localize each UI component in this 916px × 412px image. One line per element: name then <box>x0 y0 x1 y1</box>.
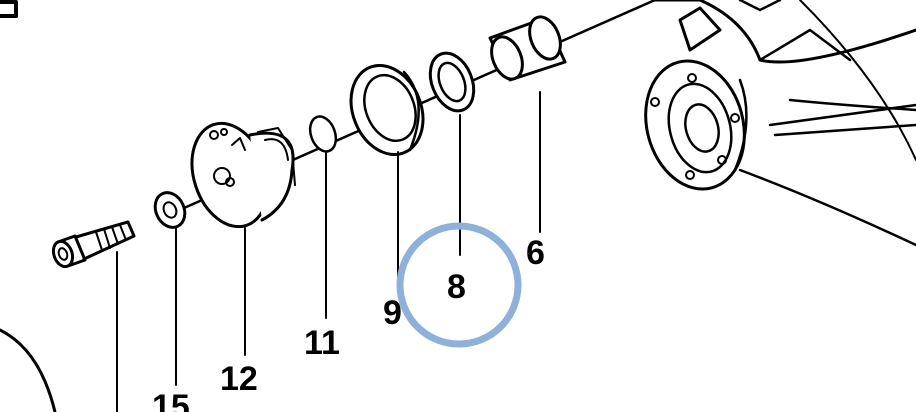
callout-12: 12 <box>220 360 258 398</box>
callout-15: 15 <box>152 388 190 412</box>
cover-plate-part-12 <box>190 121 296 229</box>
washer-part-15 <box>153 191 187 229</box>
bushing-part-6 <box>488 15 567 82</box>
callout-11: 11 <box>304 324 340 362</box>
seal-part-9 <box>349 63 425 157</box>
callout-9: 9 <box>383 294 402 332</box>
callout-6: 6 <box>526 234 545 272</box>
highlight-circle <box>396 222 522 348</box>
bolt-part <box>51 220 136 269</box>
partial-housing-outline <box>0 328 57 412</box>
housing-part <box>644 0 916 247</box>
frame-corner <box>0 0 18 18</box>
ring-part-8 <box>428 51 476 113</box>
o-ring-part-11 <box>308 115 338 153</box>
callout-8: 8 <box>447 268 466 306</box>
